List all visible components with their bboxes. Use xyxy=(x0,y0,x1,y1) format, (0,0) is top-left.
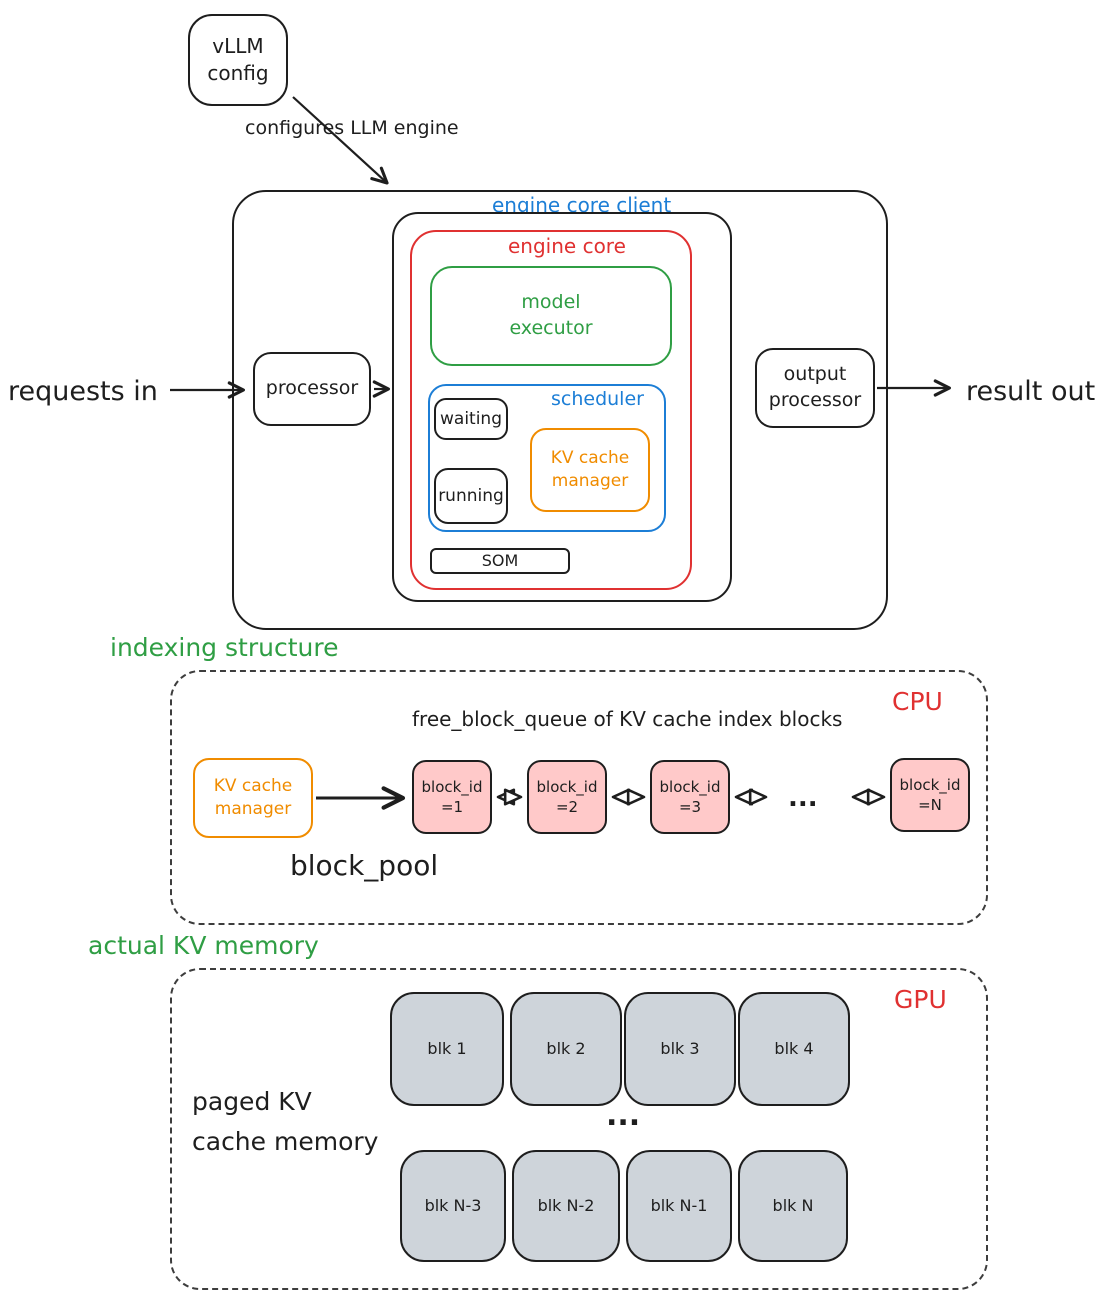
gpu-region-box xyxy=(170,968,988,1290)
running-box: running xyxy=(434,468,508,524)
vllm-config-box: vLLM config xyxy=(188,14,288,106)
blk-4: blk 4 xyxy=(738,992,850,1106)
cpu-label: CPU xyxy=(892,687,943,716)
free-block-queue-title: free_block_queue of KV cache index block… xyxy=(412,707,843,731)
blk-2: blk 2 xyxy=(510,992,622,1106)
kv-cache-manager-box: KV cache manager xyxy=(530,428,650,512)
blk-3: blk 3 xyxy=(624,992,736,1106)
result-out-label: result out xyxy=(966,376,1096,407)
queue-ellipsis: ... xyxy=(788,783,818,813)
paged-kv-label: paged KV cache memory xyxy=(192,1087,379,1156)
model-executor-box: model executor xyxy=(430,266,672,366)
waiting-box: waiting xyxy=(434,398,508,440)
gpu-label: GPU xyxy=(894,985,947,1014)
cpu-region-box xyxy=(170,670,988,925)
som-box: SOM xyxy=(430,548,570,574)
output-processor-box: output processor xyxy=(755,348,875,428)
blk-1: blk 1 xyxy=(390,992,504,1106)
blk-n: blk N xyxy=(738,1150,848,1262)
kv-cache-manager-box-2: KV cache manager xyxy=(193,758,313,838)
memory-ellipsis: ... xyxy=(606,1098,641,1133)
actual-kv-memory-label: actual KV memory xyxy=(88,931,319,960)
block-id-3: block_id =3 xyxy=(650,760,730,834)
scheduler-label: scheduler xyxy=(551,388,644,410)
requests-in-label: requests in xyxy=(8,376,158,407)
processor-box: processor xyxy=(253,352,371,426)
configures-arrow-label: configures LLM engine xyxy=(245,117,459,139)
block-id-2: block_id =2 xyxy=(527,760,607,834)
blk-n-1: blk N-1 xyxy=(626,1150,732,1262)
block-id-1: block_id =1 xyxy=(412,760,492,834)
block-pool-label: block_pool xyxy=(290,849,439,882)
indexing-structure-label: indexing structure xyxy=(110,633,339,662)
block-id-n: block_id =N xyxy=(890,758,970,832)
engine-core-label: engine core xyxy=(508,234,626,258)
blk-n-3: blk N-3 xyxy=(400,1150,506,1262)
blk-n-2: blk N-2 xyxy=(512,1150,620,1262)
